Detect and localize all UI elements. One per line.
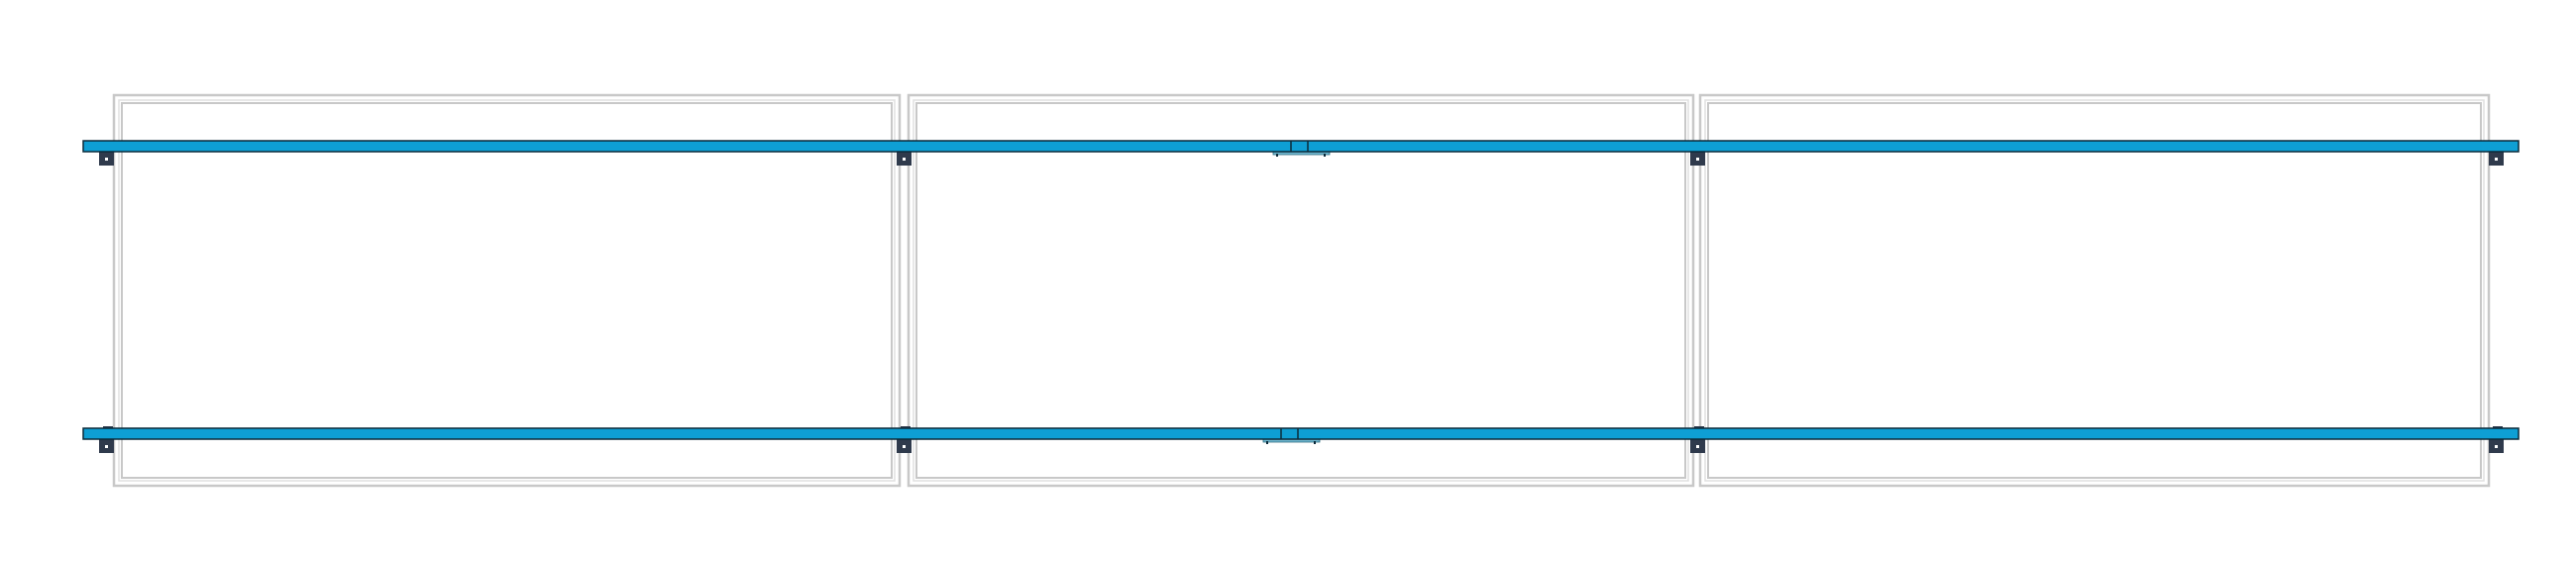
clamp-bolt-icon — [2495, 445, 2498, 448]
panel-frame-lip — [912, 99, 1689, 482]
clamp-bolt-icon — [1696, 158, 1699, 161]
splice-bolt — [1266, 441, 1268, 444]
solar-panel — [112, 93, 902, 488]
clamp — [2489, 151, 2504, 166]
clamp-bolt-icon — [903, 158, 906, 161]
rail — [82, 426, 2520, 453]
clamp-bolt-icon — [1696, 445, 1699, 448]
splice-bolt — [1314, 441, 1316, 444]
splice-bolt — [1276, 154, 1278, 157]
panel-outer-frame — [1698, 93, 2491, 488]
clamp-bolt-icon — [105, 445, 108, 448]
mounting-rails — [82, 140, 2520, 453]
rail-bar — [82, 140, 2520, 153]
panel-outer-frame — [112, 93, 902, 488]
panel-outer-frame — [907, 93, 1695, 488]
solar-panel — [907, 93, 1695, 488]
panel-frame-lip — [1704, 99, 2485, 482]
clamp — [1690, 151, 1705, 166]
solar-panel — [1698, 93, 2491, 488]
rail — [82, 140, 2520, 166]
panel-inner-frame — [121, 102, 893, 479]
rail-bar — [82, 427, 2520, 440]
panel-inner-frame — [915, 102, 1686, 479]
clamp-bolt-icon — [105, 158, 108, 161]
panel-frame-lip — [118, 99, 896, 482]
clamp-bolt-icon — [2495, 158, 2498, 161]
clamp-bolt-icon — [903, 445, 906, 448]
clamp — [99, 151, 114, 166]
clamp — [897, 151, 912, 166]
solar-panels — [112, 93, 2491, 488]
splice-bolt — [1324, 154, 1326, 157]
panel-inner-frame — [1707, 102, 2482, 479]
